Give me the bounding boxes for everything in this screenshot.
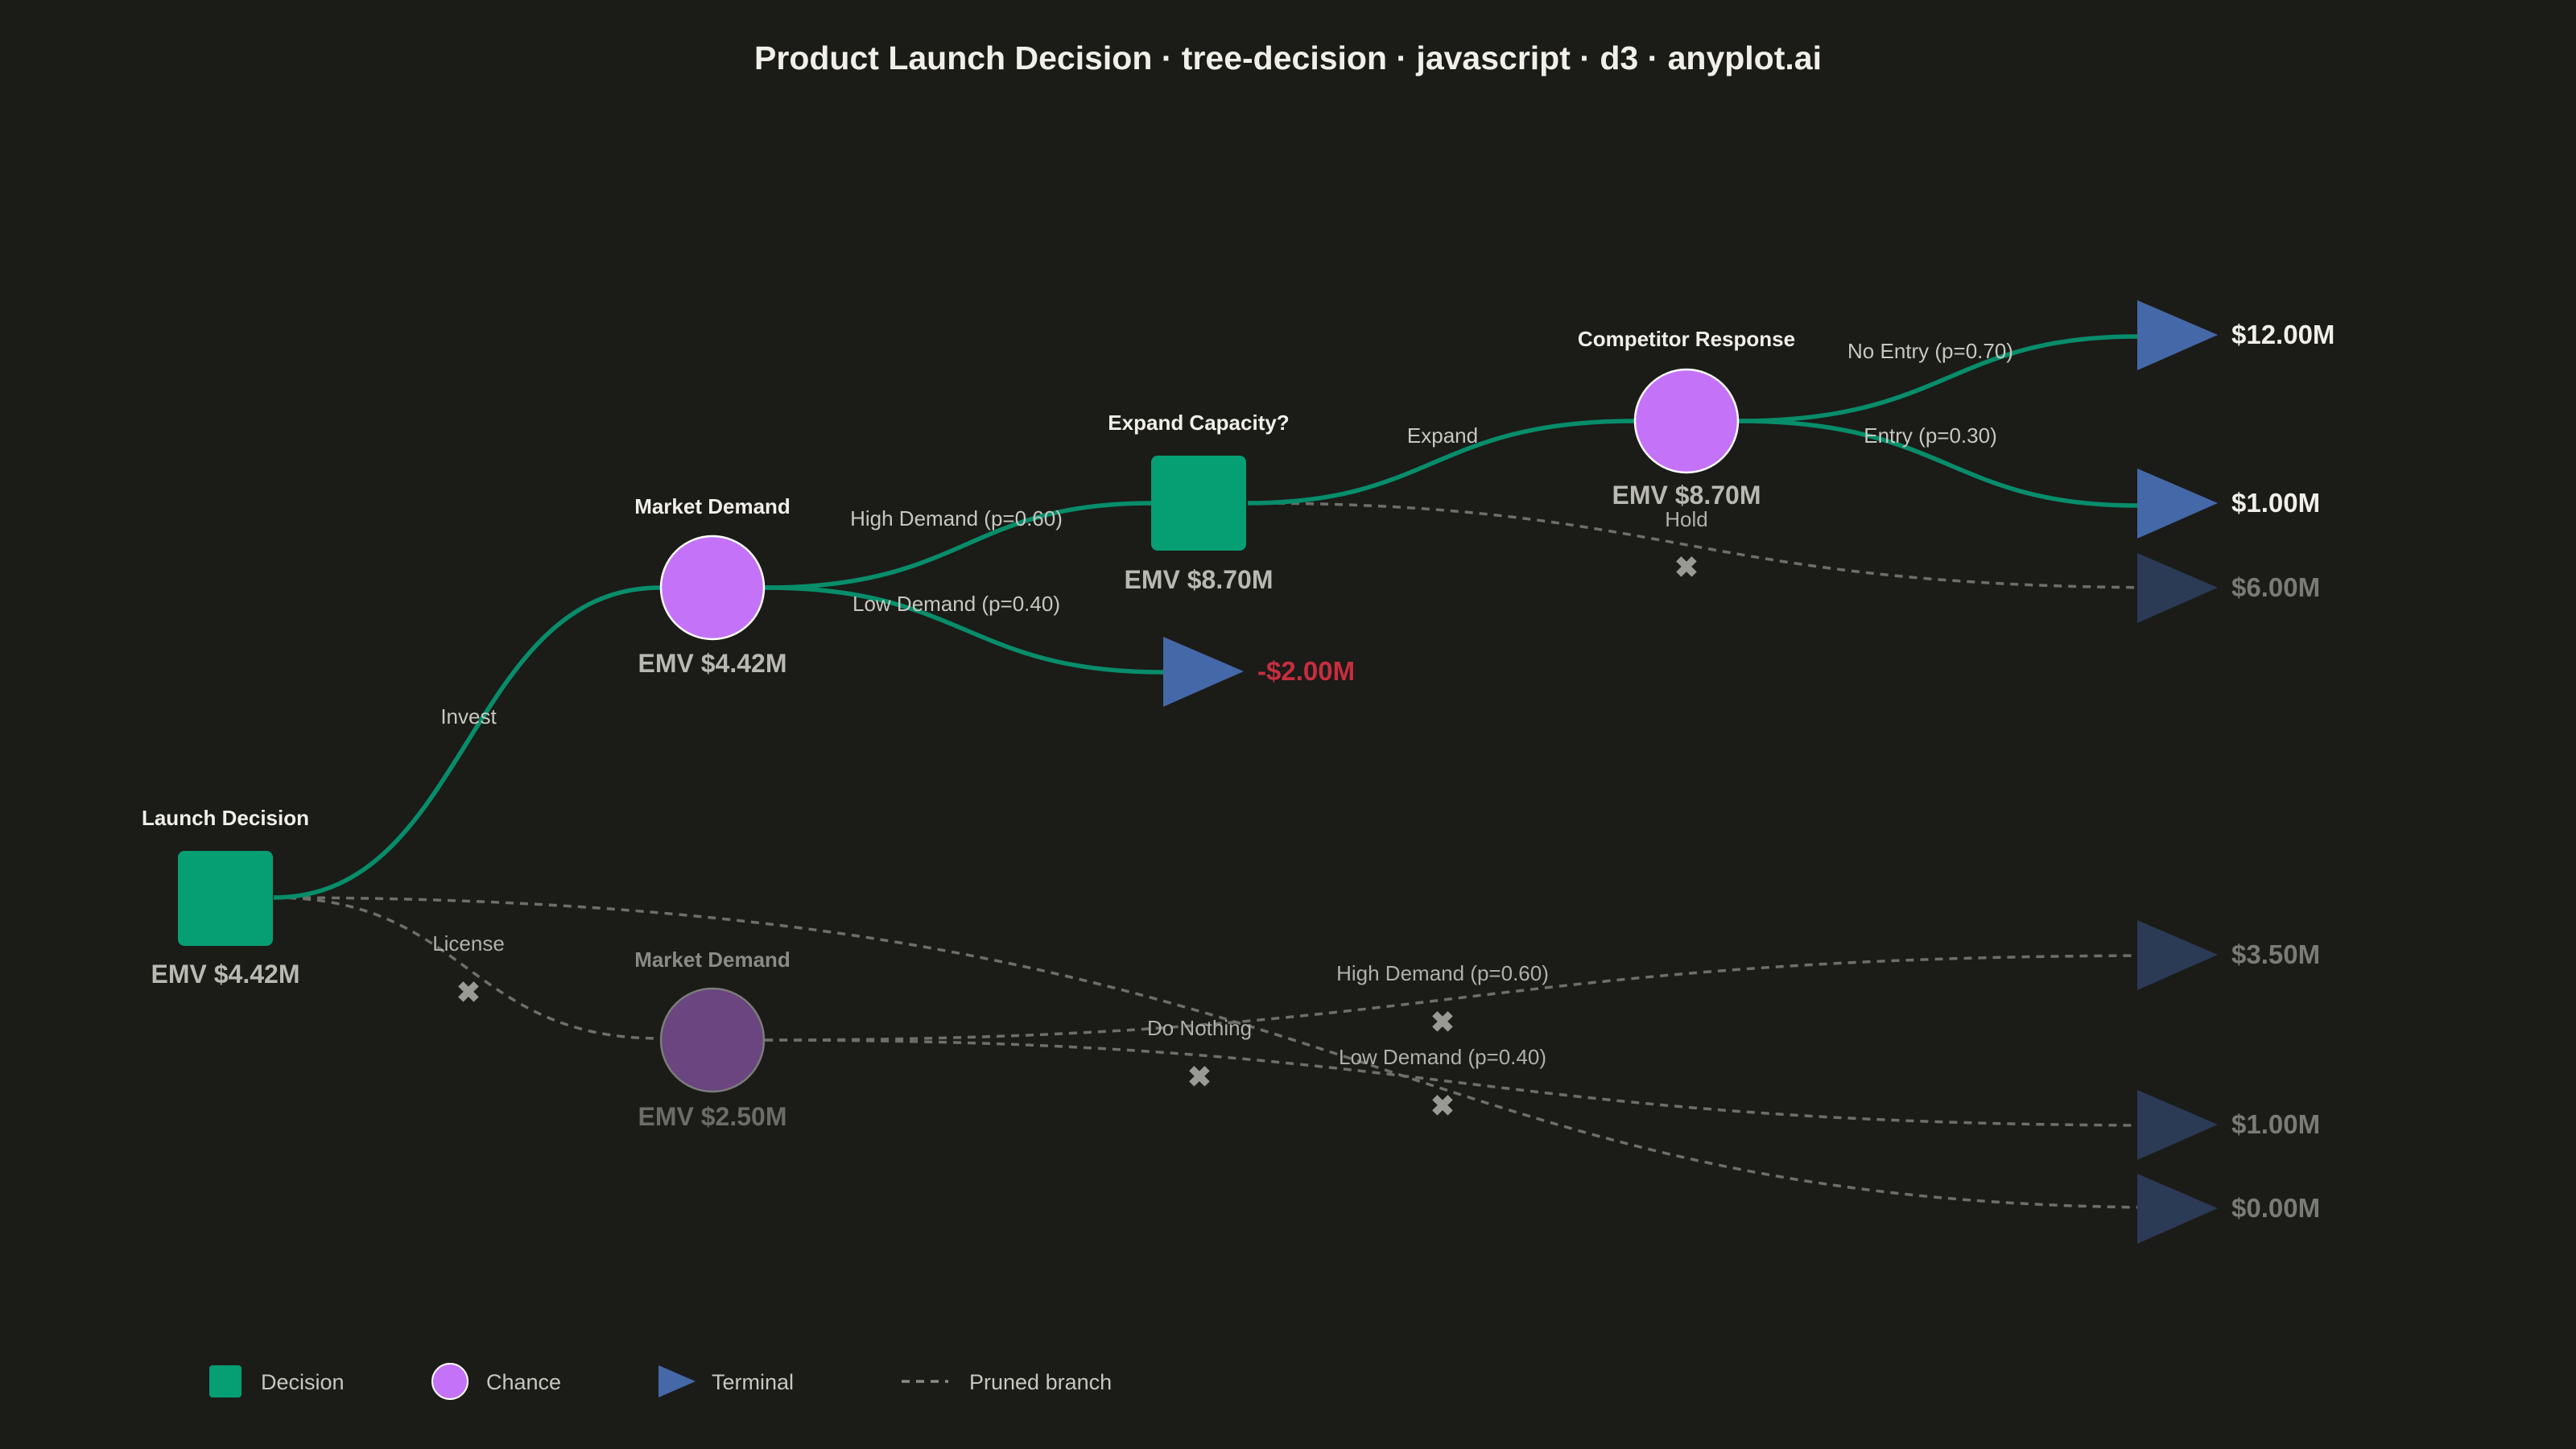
chance-node-competitor-response[interactable]: Competitor Response EMV $8.70M: [1578, 327, 1795, 510]
edge-label-high-demand-b: High Demand (p=0.60): [1336, 961, 1549, 985]
pruned-marker-hold: ✖: [1674, 551, 1699, 584]
decision-swatch-icon: [209, 1365, 242, 1397]
node-title-market-demand: Market Demand: [634, 494, 791, 518]
edge-label-high-demand-a: High Demand (p=0.60): [850, 506, 1063, 530]
legend-label-terminal: Terminal: [712, 1370, 794, 1394]
edge-license[interactable]: [273, 896, 661, 1040]
edge-label-entry: Entry (p=0.30): [1864, 423, 1996, 448]
node-emv-launch: EMV $4.42M: [151, 960, 300, 989]
legend-item-terminal: Terminal: [658, 1365, 794, 1397]
edge-hold[interactable]: [1247, 502, 2174, 589]
legend-item-chance: Chance: [431, 1363, 561, 1400]
legend: Decision Chance Terminal Pruned branch: [209, 1363, 1112, 1400]
legend-label-pruned: Pruned branch: [969, 1370, 1112, 1394]
edge-expand[interactable]: [1247, 419, 1635, 506]
active-edges: [273, 334, 2138, 900]
payoff-low-demand-a: -$2.00M: [1257, 656, 1355, 686]
edge-label-expand: Expand: [1407, 423, 1478, 448]
edge-label-invest: Invest: [440, 704, 497, 729]
pruned-marker-do-nothing: ✖: [1187, 1060, 1212, 1093]
pruned-marker-low-demand-b: ✖: [1430, 1089, 1455, 1122]
decision-node-launch[interactable]: Launch Decision EMV $4.42M: [142, 806, 309, 989]
legend-item-decision: Decision: [209, 1365, 345, 1397]
terminal-high-demand-b[interactable]: $3.50M: [2137, 920, 2320, 990]
node-emv-competitor-response: EMV $8.70M: [1612, 481, 1761, 510]
terminal-low-demand-a[interactable]: -$2.00M: [1163, 637, 1355, 707]
edge-do-nothing[interactable]: [273, 896, 2174, 1209]
terminal-no-entry[interactable]: $12.00M: [2137, 300, 2334, 370]
edge-label-license: License: [432, 931, 505, 956]
node-emv-market-demand-pruned: EMV $2.50M: [638, 1102, 787, 1131]
edge-high-demand-b[interactable]: [764, 954, 2174, 1042]
terminal-low-demand-b[interactable]: $1.00M: [2137, 1090, 2320, 1160]
edge-no-entry[interactable]: [1738, 334, 2138, 423]
chart-title: Product Launch Decision · tree-decision …: [754, 39, 1822, 76]
pruned-markers: ✖ ✖ ✖ ✖ ✖: [456, 551, 1699, 1122]
legend-label-chance: Chance: [486, 1370, 561, 1394]
terminal-hold[interactable]: $6.00M: [2137, 553, 2320, 623]
pruned-marker-license: ✖: [456, 976, 481, 1009]
edge-label-do-nothing: Do Nothing: [1147, 1016, 1252, 1040]
payoff-do-nothing: $0.00M: [2231, 1193, 2320, 1223]
edge-low-demand-b[interactable]: [764, 1038, 2174, 1127]
edge-invest[interactable]: [273, 585, 661, 900]
pruned-edges: [273, 502, 2174, 1209]
payoff-low-demand-b: $1.00M: [2231, 1109, 2320, 1139]
node-emv-expand: EMV $8.70M: [1125, 565, 1274, 594]
legend-label-decision: Decision: [261, 1370, 345, 1394]
terminal-do-nothing[interactable]: $0.00M: [2137, 1174, 2320, 1244]
pruned-marker-high-demand-b: ✖: [1430, 1005, 1455, 1038]
node-title-competitor-response: Competitor Response: [1578, 327, 1795, 351]
decision-node-expand[interactable]: Expand Capacity? EMV $8.70M: [1108, 411, 1289, 594]
payoff-entry: $1.00M: [2231, 488, 2320, 518]
chance-node-market-demand-pruned[interactable]: Market Demand EMV $2.50M: [634, 947, 791, 1131]
payoff-high-demand-b: $3.50M: [2231, 939, 2320, 969]
node-title-expand: Expand Capacity?: [1108, 411, 1289, 435]
edge-entry[interactable]: [1738, 419, 2138, 508]
chance-node-market-demand[interactable]: Market Demand EMV $4.42M: [634, 494, 791, 678]
edge-label-low-demand-b: Low Demand (p=0.40): [1339, 1045, 1546, 1069]
terminal-swatch-icon: [658, 1365, 696, 1397]
edge-label-hold: Hold: [1665, 507, 1707, 531]
edge-labels: Invest License High Demand (p=0.60) Low …: [432, 339, 2013, 1069]
node-emv-market-demand: EMV $4.42M: [638, 649, 787, 678]
node-title-launch: Launch Decision: [142, 806, 309, 830]
edge-label-no-entry: No Entry (p=0.70): [1847, 339, 2013, 363]
terminal-entry[interactable]: $1.00M: [2137, 469, 2320, 539]
edge-high-demand-a[interactable]: [764, 501, 1152, 590]
legend-item-pruned: Pruned branch: [902, 1370, 1112, 1394]
edge-label-low-demand-a: Low Demand (p=0.40): [852, 592, 1060, 616]
edge-low-demand-a[interactable]: [764, 585, 1164, 675]
chance-swatch-icon: [431, 1363, 469, 1400]
node-title-market-demand-pruned: Market Demand: [634, 947, 791, 972]
payoff-hold: $6.00M: [2231, 572, 2320, 602]
payoff-no-entry: $12.00M: [2231, 320, 2334, 349]
